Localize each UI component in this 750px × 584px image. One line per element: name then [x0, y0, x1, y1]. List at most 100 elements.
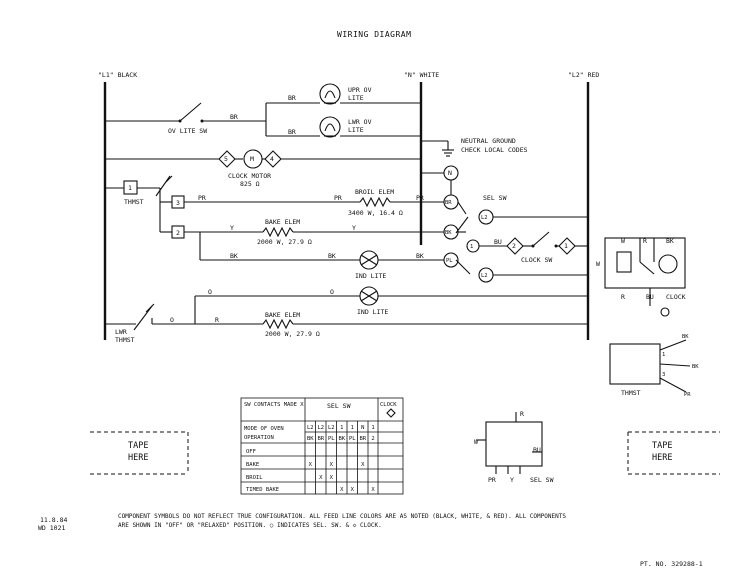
ind-lite-lower-label: IND LITE	[357, 308, 388, 316]
diagram-title: WIRING DIAGRAM	[337, 30, 411, 39]
wire-bu-label: BU	[494, 238, 502, 246]
terminal-l2: L2	[481, 215, 488, 221]
table-mark-cell: X	[340, 487, 344, 493]
svg-text:N: N	[448, 169, 452, 177]
l2-label: "L2" RED	[568, 71, 599, 79]
wire-bu-label: BU	[533, 446, 541, 454]
footer-note: COMPONENT SYMBOLS DO NOT REFLECT TRUE CO…	[118, 513, 566, 520]
wire-o-label: O	[208, 288, 212, 296]
svg-text:HERE: HERE	[128, 453, 148, 463]
table-terminal-cell: 1	[371, 425, 374, 431]
clock-inset: W R BK W R BU CLOCK	[596, 237, 686, 317]
clock-motor-symbol: M	[250, 155, 254, 163]
bake-element-upper-label: BAKE ELEM	[265, 218, 300, 226]
clock-motor-circuit: 5 M 4 CLOCK MOTOR 825 Ω	[105, 149, 421, 188]
svg-text:TAPE: TAPE	[128, 441, 148, 451]
contacts-table: SW CONTACTS MADE X SEL SW CLOCK MODE OF …	[240, 397, 404, 495]
n-label: "N" WHITE	[404, 71, 439, 79]
wire-r-label: R	[621, 293, 625, 301]
wire-bk-label: BK	[328, 252, 336, 260]
table-wire-cell: PL	[349, 436, 356, 442]
table-terminal-cell: 1	[340, 425, 343, 431]
selector-switch-label: SEL SW	[483, 194, 507, 202]
wire-br-label: BR	[288, 94, 296, 102]
wire-pr-label: PR	[198, 194, 206, 202]
wire-o-label: O	[330, 288, 334, 296]
table-wire-cell: BK	[338, 436, 345, 442]
table-terminal-cell: L2	[328, 425, 335, 431]
svg-text:MODE OF OVEN: MODE OF OVEN	[244, 426, 284, 432]
bake-element-lower-label: BAKE ELEM	[265, 311, 300, 319]
terminal-1: 1	[662, 352, 665, 358]
table-terminal-cell: N	[361, 425, 364, 431]
table-header-sel: SEL SW	[327, 402, 351, 410]
table-terminal-cell: L2	[307, 425, 314, 431]
lower-thermostat-label: THMST	[115, 336, 135, 344]
wire-r-label: R	[643, 237, 647, 245]
wire-bk-label: BK	[692, 364, 699, 370]
table-row-mode: TIMED BAKE	[246, 487, 279, 493]
bake-element-upper-rating: 2000 W, 27.9 Ω	[257, 238, 312, 246]
tape-here-right: TAPE HERE	[627, 431, 720, 475]
lower-thermostat-circuit: LWR THMST O O O IND LITE R BAKE ELEM 200…	[105, 286, 588, 344]
table-mark-cell: X	[351, 487, 355, 493]
wire-o-label: O	[170, 316, 174, 324]
terminal-n: N	[421, 165, 459, 190]
table-mark-cell: X	[319, 475, 323, 481]
drawing-number: WD 1021	[38, 524, 65, 532]
terminal-5: 5	[224, 155, 228, 163]
footer-note: ARE SHOWN IN "OFF" OR "RELAXED" POSITION…	[118, 522, 382, 529]
thermostat: 1 THMST 3 2	[105, 175, 185, 239]
wire-y-label: Y	[510, 476, 514, 484]
wire-bk-label: BK	[416, 252, 424, 260]
table-row-mode: BAKE	[246, 462, 259, 468]
wire-y-label: Y	[352, 224, 356, 232]
wire-bk-label: BK	[230, 252, 238, 260]
table-wire-cell: BR	[359, 436, 366, 442]
table-row-mode: BROIL	[246, 475, 263, 481]
terminal-1: 1	[128, 184, 132, 192]
tape-here-left: TAPE HERE	[90, 431, 189, 475]
table-row-mode: OFF	[246, 449, 256, 455]
oven-lite-circuit: OV LITE SW BR BR BR	[105, 94, 421, 137]
svg-text:HERE: HERE	[652, 453, 672, 463]
table-wire-cell: BR	[317, 436, 324, 442]
terminal-4: 4	[270, 155, 274, 163]
table-terminal-cell: L2	[317, 425, 324, 431]
wire-bk-label: BK	[666, 237, 674, 245]
terminal-2: 2	[512, 242, 516, 250]
terminal-bk: BK	[445, 230, 452, 236]
date-label: 11.8.84	[40, 516, 67, 524]
oven-lite-switch-label: OV LITE SW	[168, 127, 207, 135]
wire-w-label: W	[474, 438, 478, 446]
terminal-2: 2	[176, 229, 180, 237]
upper-oven-lite-label: UPR OV	[348, 86, 372, 94]
wire-pr-label: PR	[684, 392, 691, 398]
terminal-1: 1	[470, 244, 473, 250]
table-header-clock: CLOCK	[380, 402, 397, 408]
broil-element-rating: 3400 W, 16.4 Ω	[348, 209, 403, 217]
table-terminal-cell: 1	[351, 425, 354, 431]
terminal-3: 3	[176, 199, 180, 207]
wire-w-label: W	[596, 260, 600, 268]
thermostat-label: THMST	[124, 198, 144, 206]
terminal-br: BR	[445, 200, 452, 206]
clock-switch-label: CLOCK SW	[521, 256, 552, 264]
broil-element-circuit: BR PR PR PR BROIL ELEM 3400 W, 16.4 Ω SE…	[184, 188, 507, 217]
table-mark-cell: X	[330, 475, 334, 481]
l1-label: "L1" BLACK	[98, 71, 137, 79]
neutral-ground-label: CHECK LOCAL CODES	[461, 146, 528, 154]
table-mark-cell: X	[371, 487, 375, 493]
wire-pr-label: PR	[416, 194, 424, 202]
terminal-pl: PL	[446, 258, 453, 264]
thermostat-inset: 1 3 BK BK PR THMST	[609, 334, 699, 398]
clock-motor-resistance: 825 Ω	[240, 180, 260, 188]
table-mark-cell: X	[330, 462, 334, 468]
svg-text:TAPE: TAPE	[652, 441, 672, 451]
wire-br-label: BR	[230, 113, 238, 121]
wire-bk-label: BK	[682, 334, 689, 340]
neutral-ground-label: NEUTRAL GROUND	[461, 137, 516, 145]
wire-r-label: R	[520, 410, 524, 418]
clock-switch: 1 BU 2 1 CLOCK SW	[458, 231, 588, 264]
